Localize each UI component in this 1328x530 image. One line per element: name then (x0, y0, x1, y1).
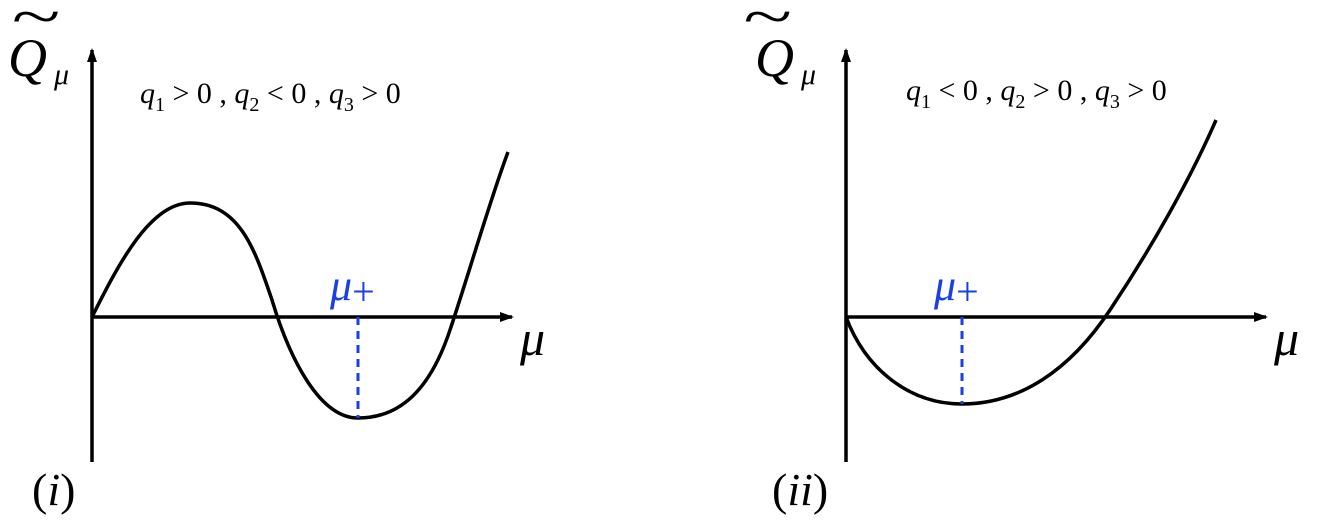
panel-i-y-axis-subscript: μ (53, 58, 69, 91)
panel-ii-x-axis-label: μ (1273, 310, 1299, 366)
panel-i-y-axis-label: ~ Q μ (8, 0, 69, 91)
panel-i-q2-index: 2 (249, 94, 259, 116)
panel-i-curve (90, 151, 510, 420)
panel-ii-q3-index: 3 (1110, 91, 1120, 113)
panel-i-q2-var: q (234, 77, 249, 110)
panel-i-marker-label: μ+ (329, 261, 375, 314)
panel-ii-q1-var: q (906, 74, 921, 107)
panel-ii-q2-relation: > 0 , (1025, 74, 1094, 107)
panel-ii-marker-label: μ+ (933, 261, 979, 314)
panel-ii-label-open: ( (772, 464, 787, 515)
panel-ii-label-close: ) (813, 464, 828, 515)
panel-i-label-open: ( (32, 464, 47, 515)
panel-ii-q2-var: q (1000, 74, 1015, 107)
panel-ii-y-axis-letter: Q (755, 28, 794, 88)
panel-ii-marker-mu: μ (933, 261, 956, 310)
panel-i-q1-var: q (140, 77, 155, 110)
panel-ii-q2-index: 2 (1015, 91, 1025, 113)
panel-ii-marker-plus: + (956, 269, 979, 314)
panel-ii: ~ Q μ μ q1 < 0 , q2 > 0 , q3 > 0 μ+ (ii) (743, 0, 1299, 515)
panel-ii-label: (ii) (772, 464, 828, 515)
panel-ii-curve (844, 119, 1218, 406)
panel-i-label: (i) (32, 464, 75, 515)
panel-i-y-axis-letter: Q (8, 28, 47, 88)
panel-i-q3-relation: > 0 (354, 77, 401, 110)
panel-i-marker-mu: μ (329, 261, 352, 310)
panel-i-q3-index: 3 (344, 94, 354, 116)
panel-ii-q3-var: q (1095, 74, 1110, 107)
panel-ii-label-roman: ii (787, 464, 813, 515)
panel-ii-q1-index: 1 (921, 91, 931, 113)
panel-i-q1-relation: > 0 , (165, 77, 234, 110)
panel-i-y-axis-tilde: ~ (12, 0, 61, 49)
panel-ii-y-axis-subscript: μ (800, 58, 816, 91)
panel-i-label-roman: i (47, 464, 60, 515)
panel-i-condition: q1 > 0 , q2 < 0 , q3 > 0 (140, 77, 401, 116)
panel-ii-q1-relation: < 0 , (931, 74, 1000, 107)
panel-i-q3-var: q (329, 77, 344, 110)
panel-i-q1-index: 1 (155, 94, 165, 116)
panel-i-x-axis-label: μ (519, 310, 545, 366)
panel-ii-condition: q1 < 0 , q2 > 0 , q3 > 0 (906, 74, 1167, 113)
panel-ii-q3-relation: > 0 (1120, 74, 1167, 107)
panel-ii-y-axis-label: ~ Q μ (743, 0, 816, 91)
panel-i-label-close: ) (60, 464, 75, 515)
panel-i: ~ Q μ μ q1 > 0 , q2 < 0 , q3 > 0 μ+ (i) (8, 0, 545, 515)
panel-i-marker-plus: + (352, 269, 375, 314)
panel-ii-y-axis-tilde: ~ (743, 0, 792, 49)
panel-i-q2-relation: < 0 , (259, 77, 328, 110)
